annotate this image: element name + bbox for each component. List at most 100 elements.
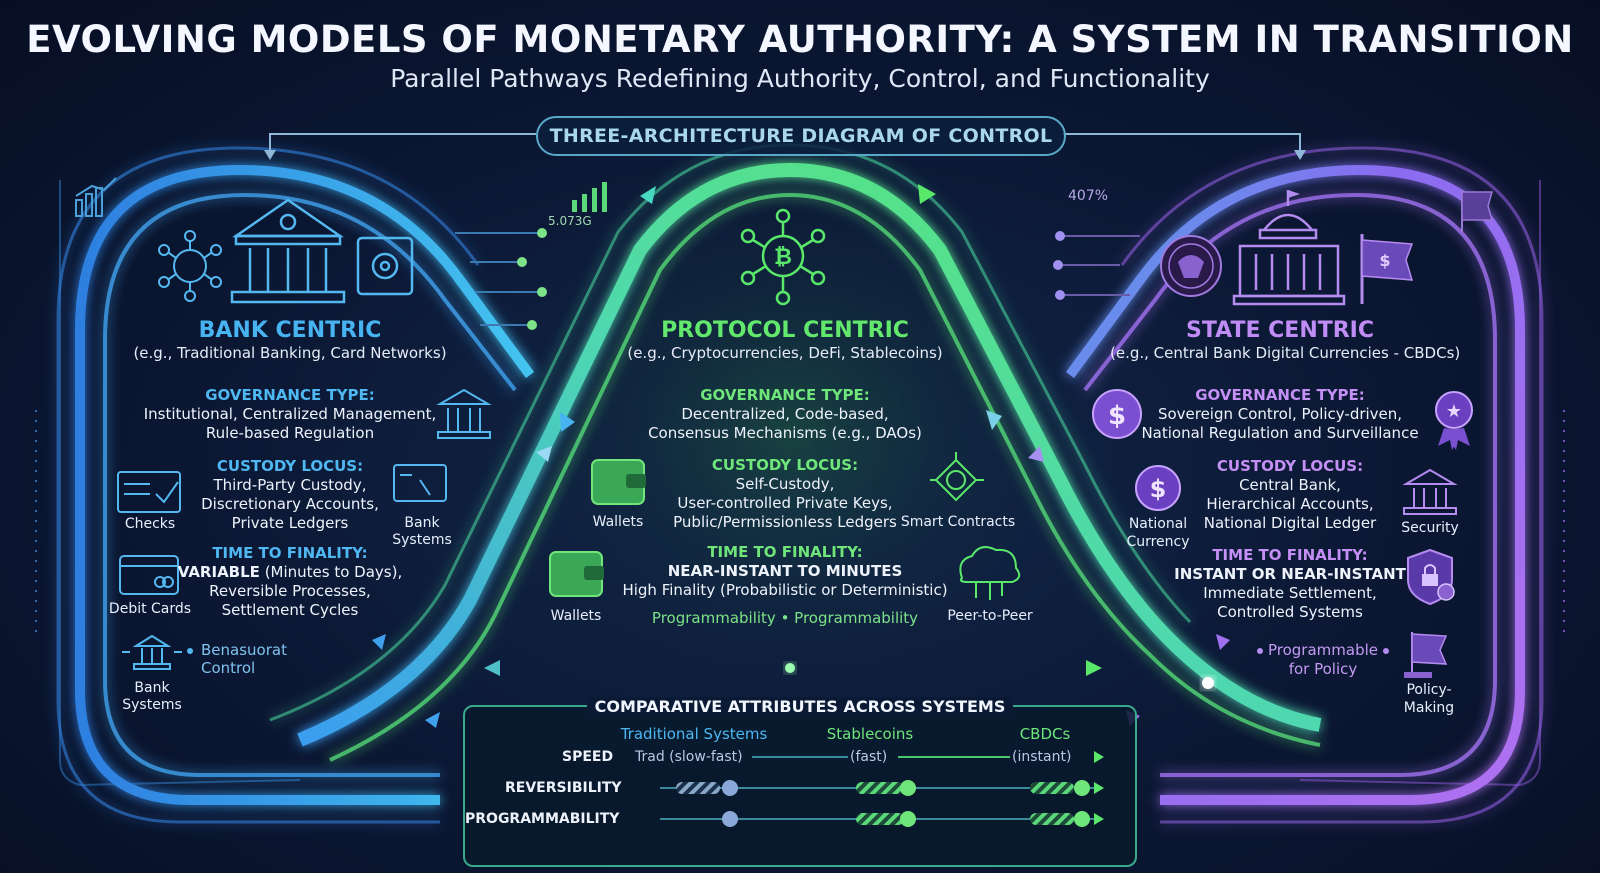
reversibility-track xyxy=(660,780,1104,796)
debit-cards-label: Debit Cards xyxy=(108,601,192,617)
right-metric: 407% xyxy=(1068,188,1109,204)
protocol-finality-strong: NEAR-INSTANT TO MINUTES xyxy=(667,562,903,580)
coin-dollar-glyph: $ xyxy=(1108,401,1126,431)
state-governance-line-1: Sovereign Control, Policy-driven, xyxy=(1157,405,1403,423)
national-seal-icon xyxy=(1160,235,1222,297)
protocol-title: PROTOCOL CENTRIC xyxy=(661,318,909,343)
programmable-bullets xyxy=(1257,648,1389,654)
state-finality-line-2: Controlled Systems xyxy=(1217,603,1363,621)
capitol-building-icon xyxy=(1232,190,1346,306)
right-frame xyxy=(1299,180,1541,787)
left-data-lines xyxy=(455,232,540,326)
top-right-arrowhead xyxy=(1294,150,1306,160)
bank-systems-icon xyxy=(393,464,447,502)
bank-examples: (e.g., Traditional Banking, Card Network… xyxy=(133,344,447,362)
protocol-governance-line-2: Consensus Mechanisms (e.g., DAOs) xyxy=(648,424,922,442)
bank-custody-line-3: Private Ledgers xyxy=(231,514,349,532)
protocol-finality-line-1: High Finality (Probabilistic or Determin… xyxy=(622,581,948,599)
state-custody-line-3: National Digital Ledger xyxy=(1203,514,1377,532)
bank-finality-rest: (Minutes to Days), xyxy=(259,563,403,581)
national-currency-icon xyxy=(1135,465,1181,511)
protocol-governance-line-1: Decentralized, Code-based, xyxy=(681,405,889,423)
bank-custody-label: CUSTODY LOCUS: xyxy=(216,457,364,475)
state-finality-line-1: Immediate Settlement, xyxy=(1203,584,1377,602)
bank-building-icon xyxy=(230,198,346,304)
state-finality-strong: INSTANT OR NEAR-INSTANT xyxy=(1174,565,1406,583)
state-governance-line-2: National Regulation and Surveillance xyxy=(1141,424,1419,442)
peer-to-peer-label: Peer-to-Peer xyxy=(947,608,1033,624)
bitcoin-network-icon xyxy=(740,208,826,306)
policy-flag-icon xyxy=(1404,632,1448,678)
mini-chart-left xyxy=(75,177,117,217)
state-finality-label: TIME TO FINALITY: xyxy=(1212,546,1368,564)
check-icon xyxy=(117,471,181,513)
wallets-top-label: Wallets xyxy=(592,514,644,530)
bank-finality-line-1: VARIABLE (Minutes to Days), xyxy=(170,563,410,582)
row-label-reversibility: REVERSIBILITY xyxy=(505,780,622,796)
comparison-title: COMPARATIVE ATTRIBUTES ACROSS SYSTEMS xyxy=(463,697,1137,716)
column-header-cbdcs: CBDCs xyxy=(1019,725,1071,743)
vault-icon xyxy=(356,236,414,296)
diagram-label: THREE-ARCHITECTURE DIAGRAM OF CONTROL xyxy=(536,116,1066,156)
coin-dollar-icon xyxy=(1092,389,1142,439)
bank-custody-line-2: Discretionary Accounts, xyxy=(201,495,379,513)
protocol-finality-label: TIME TO FINALITY: xyxy=(707,543,863,561)
row-label-programmability: PROGRAMMABILITY xyxy=(465,811,620,827)
speed-arrow xyxy=(1094,751,1104,763)
protocol-custody-line-2: User-controlled Private Keys, xyxy=(677,494,893,512)
bank-governance-line-2: Rule-based Regulation xyxy=(205,424,375,442)
left-frame xyxy=(59,180,301,787)
right-data-dots xyxy=(1053,231,1065,300)
national-currency-label-1: National xyxy=(1128,516,1188,532)
bank-systems-bottom-label: Bank Systems xyxy=(122,680,182,713)
left-data-dots xyxy=(517,228,547,330)
svg-text:★: ★ xyxy=(1446,401,1462,422)
top-left-arrowhead xyxy=(264,150,276,160)
bank-governance-line-1: Institutional, Centralized Management, xyxy=(143,405,437,423)
state-custody-line-2: Hierarchical Accounts, xyxy=(1206,495,1374,513)
state-title: STATE CENTRIC xyxy=(1185,318,1375,343)
capitol-flag-icon xyxy=(1288,190,1300,198)
state-programmable-line-2: for Policy xyxy=(1288,660,1358,678)
protocol-programmability: Programmability • Programmability xyxy=(651,609,919,627)
center-glow xyxy=(490,150,1090,710)
state-custody-line-1: Central Bank, xyxy=(1239,476,1341,494)
bank-governance-label: GOVERNANCE TYPE: xyxy=(205,386,375,404)
bank-control-note: Benasuorat Control xyxy=(201,641,287,677)
wallet-icon-bottom xyxy=(549,551,604,597)
debit-card-icon xyxy=(119,555,179,595)
national-currency-glyph: $ xyxy=(1150,475,1167,503)
national-currency-label-2: Currency xyxy=(1126,534,1190,550)
column-header-stablecoins: Stablecoins xyxy=(826,725,914,743)
protocol-custody-line-3: Public/Permissionless Ledgers xyxy=(673,513,897,531)
bank-title: BANK CENTRIC xyxy=(198,318,382,343)
state-examples: (e.g., Central Bank Digital Currencies -… xyxy=(1110,344,1461,362)
top-connectors xyxy=(269,133,1301,150)
cloud-p2p-icon xyxy=(959,546,1021,600)
bank-systems-bottom-icon xyxy=(122,634,182,670)
bank-finality-strong: VARIABLE xyxy=(177,563,260,581)
bank-small-icon xyxy=(436,388,492,439)
bank-custody-line-1: Third-Party Custody, xyxy=(213,476,367,494)
checks-label: Checks xyxy=(124,516,176,532)
flag-dollar-glyph: $ xyxy=(1379,251,1390,270)
state-custody-label: CUSTODY LOCUS: xyxy=(1216,457,1364,475)
center-double-arrow xyxy=(484,660,1102,676)
comparison-title-text: COMPARATIVE ATTRIBUTES ACROSS SYSTEMS xyxy=(586,697,1014,716)
speed-stablecoins: (fast) xyxy=(850,749,888,765)
bank-systems-right-label: Bank Systems xyxy=(392,515,452,548)
comparison-panel xyxy=(463,705,1137,867)
policy-making-label-2: Making xyxy=(1403,700,1455,716)
speed-cbdcs: (instant) xyxy=(1012,749,1072,765)
policy-making-label-1: Policy- xyxy=(1406,682,1452,698)
protocol-custody-label: CUSTODY LOCUS: xyxy=(711,456,859,474)
bank-finality-line-2: Reversible Processes, xyxy=(209,582,371,600)
protocol-governance-label: GOVERNANCE TYPE: xyxy=(700,386,870,404)
control-bullet xyxy=(187,648,193,654)
security-label: Security xyxy=(1401,520,1459,536)
protocol-examples: (e.g., Cryptocurrencies, DeFi, Stablecoi… xyxy=(627,344,943,362)
wallets-bottom-label: Wallets xyxy=(550,608,602,624)
right-data-lines xyxy=(1062,235,1140,296)
